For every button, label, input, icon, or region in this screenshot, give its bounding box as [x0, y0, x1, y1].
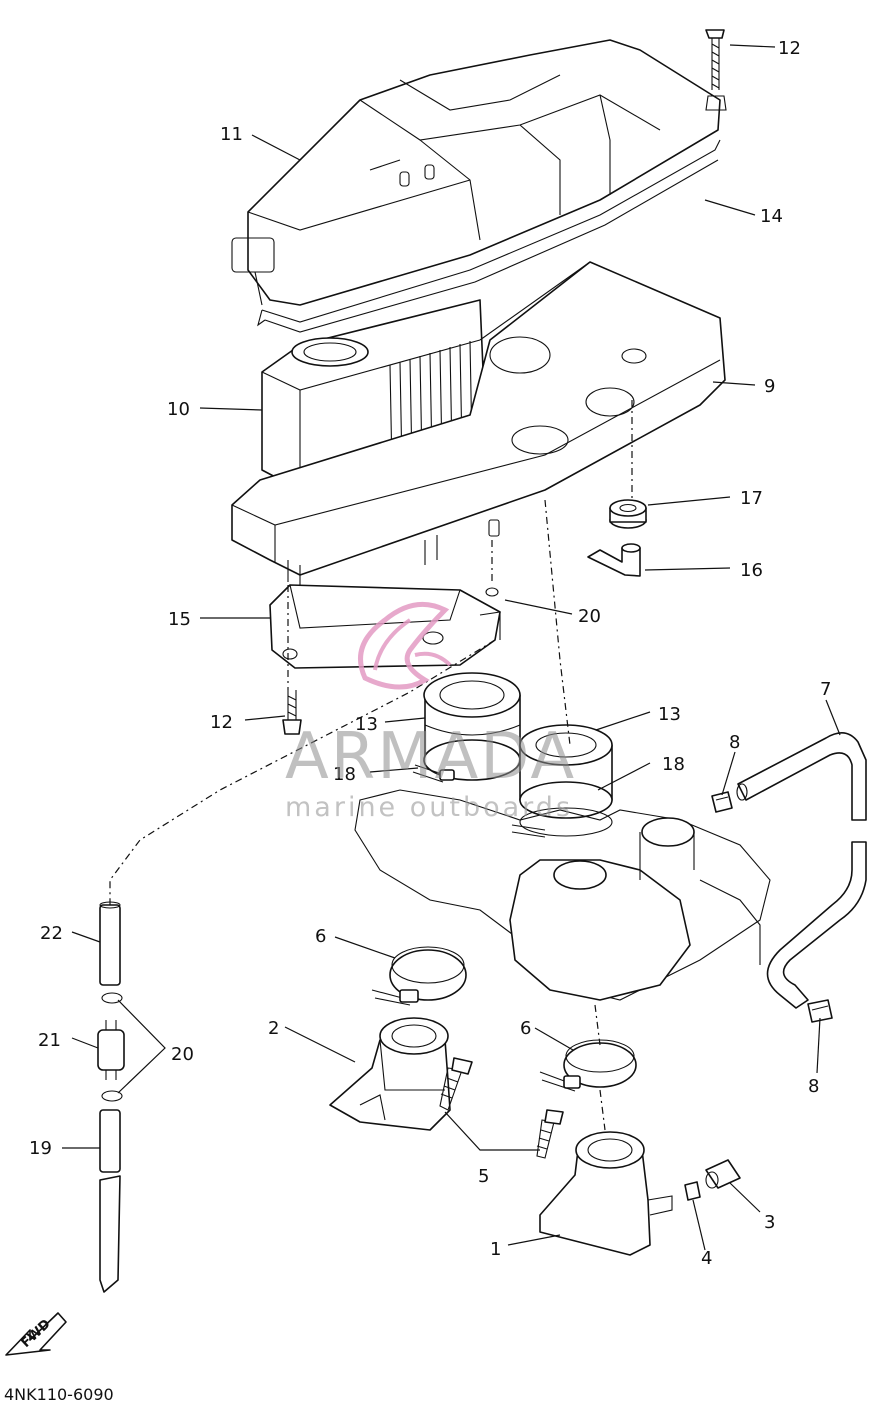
callout-1: 1 — [490, 1239, 501, 1260]
callout-7: 7 — [820, 679, 831, 700]
callout-11: 11 — [220, 124, 243, 145]
callout-15: 15 — [168, 609, 191, 630]
part-18-clamp-right — [511, 807, 613, 838]
callout-18-left: 18 — [333, 764, 356, 785]
part-13-joint-left — [423, 672, 521, 781]
part-19-hose — [99, 1109, 121, 1293]
routing-line — [109, 639, 496, 905]
part-7-hose — [736, 732, 867, 1009]
part-20-clips — [101, 587, 499, 1102]
callout-20-upper: 20 — [578, 606, 601, 627]
part-3-cap — [705, 1159, 741, 1189]
part-5-screw-lower — [536, 1109, 564, 1159]
carburetor-assembly — [354, 789, 771, 1001]
callout-14: 14 — [760, 206, 783, 227]
watermark: ARMADA marine outboards — [285, 601, 576, 823]
callout-16: 16 — [740, 560, 763, 581]
watermark-logo-icon — [358, 601, 452, 690]
callout-13-right: 13 — [658, 704, 681, 725]
part-21-fuel-filter — [97, 1020, 125, 1080]
callout-3: 3 — [764, 1212, 775, 1233]
callout-numbers: 11 12 14 9 10 17 16 15 20 12 13 13 18 18… — [29, 38, 831, 1269]
callout-19: 19 — [29, 1138, 52, 1159]
part-2-manifold — [329, 1017, 451, 1131]
part-4-clip — [684, 1181, 701, 1201]
part-11-filter-cover — [247, 39, 721, 306]
routing-line-2 — [544, 499, 571, 746]
part-13-joint-right — [519, 724, 613, 819]
part-16-elbow — [587, 543, 641, 577]
callout-17: 17 — [740, 488, 763, 509]
drawing-code: 4NK110-6090 — [4, 1385, 114, 1404]
callout-21: 21 — [38, 1030, 61, 1051]
leader-lines — [62, 44, 841, 1251]
part-14-gasket — [231, 139, 721, 333]
watermark-tagline: marine outboards — [285, 792, 573, 823]
part-12-screw-top — [705, 29, 727, 111]
part-18-clamp-left — [412, 764, 455, 783]
part-9-filter-case — [231, 261, 726, 585]
callout-18-right: 18 — [662, 754, 685, 775]
callout-9: 9 — [764, 376, 775, 397]
part-6-clamp-lower — [539, 1039, 637, 1092]
callout-13-left: 13 — [355, 714, 378, 735]
part-15-lower-duct — [269, 584, 501, 669]
callout-2: 2 — [268, 1018, 279, 1039]
part-5-screw-upper — [439, 1057, 473, 1111]
callout-12-bottom: 12 — [210, 712, 233, 733]
part-6-clamp-upper — [371, 946, 467, 1006]
part-22-hose — [99, 901, 121, 986]
callout-4: 4 — [701, 1248, 712, 1269]
routing-line-6 — [599, 1089, 606, 1131]
part-1-manifold — [539, 1131, 673, 1256]
callout-6-upper: 6 — [315, 926, 326, 947]
callout-8-upper: 8 — [729, 732, 740, 753]
part-17-grommet — [609, 499, 647, 529]
part-8-clip-lower — [807, 999, 833, 1023]
callout-22: 22 — [40, 923, 63, 944]
callout-20-lower: 20 — [171, 1044, 194, 1065]
callout-5: 5 — [478, 1166, 489, 1187]
callout-12-top: 12 — [778, 38, 801, 59]
watermark-brand: ARMADA — [285, 720, 576, 794]
routing-line-7 — [594, 1004, 601, 1046]
callout-10: 10 — [167, 399, 190, 420]
callout-6-lower: 6 — [520, 1018, 531, 1039]
callout-8-lower: 8 — [808, 1076, 819, 1097]
part-12-screw-bottom — [282, 690, 302, 735]
fwd-arrow-icon: FWD — [5, 1312, 67, 1356]
